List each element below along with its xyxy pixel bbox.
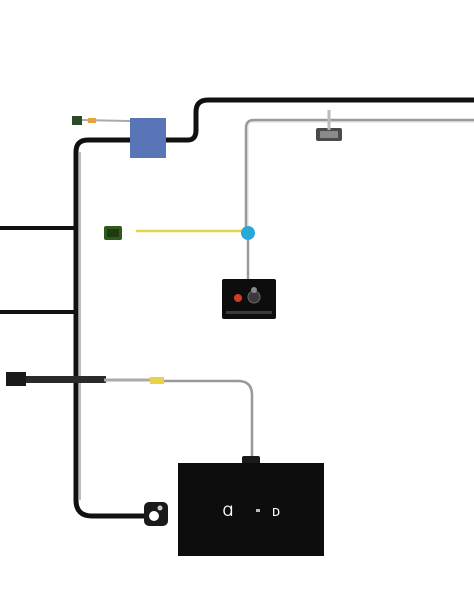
blue-panel	[130, 118, 166, 158]
plug-cable	[26, 376, 106, 383]
red-indicator	[234, 294, 242, 302]
main-vertical-cable	[73, 137, 153, 519]
main-unit	[178, 463, 324, 556]
wire-connector-clip-face	[320, 131, 338, 138]
main-unit-small-mark	[256, 509, 260, 512]
gray-wire-right-inner	[247, 121, 474, 232]
green-led-face	[107, 229, 119, 237]
probe-body	[72, 116, 82, 125]
main-unit-label-left: Ɑ	[223, 504, 234, 520]
top-black-cable	[163, 97, 474, 143]
device-bottom-strip	[226, 311, 272, 314]
probe-tip	[88, 118, 96, 123]
round-connector-screw	[157, 505, 163, 511]
plug-yellow-sleeve	[150, 377, 164, 384]
gray-wire-right	[244, 118, 474, 232]
round-connector-port	[149, 511, 159, 521]
plug-to-main-wire	[164, 379, 254, 460]
device-knob-top	[251, 287, 257, 293]
black-plug	[6, 372, 26, 386]
blue-junction	[241, 226, 255, 240]
main-unit-label-right: ᴅ	[272, 504, 280, 520]
